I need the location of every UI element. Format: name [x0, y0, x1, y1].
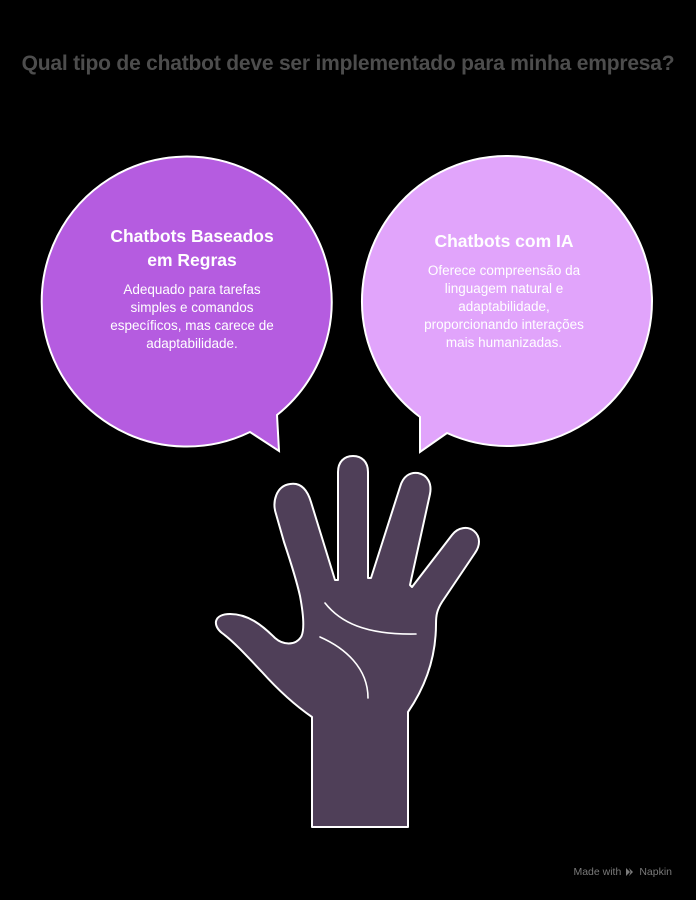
palm-line-heart	[324, 602, 417, 635]
made-with-label: Made with	[573, 866, 622, 878]
footer-attribution: Made with Napkin	[573, 866, 672, 878]
option-rules-based: Chatbots Baseados em Regras Adequado par…	[102, 224, 282, 353]
right-speech-bubble	[361, 155, 653, 454]
option-heading: Chatbots Baseados em Regras	[110, 226, 274, 270]
brand-label: Napkin	[639, 866, 672, 878]
option-heading: Chatbots com IA	[434, 231, 574, 251]
napkin-logo-icon	[626, 868, 634, 876]
option-ai: Chatbots com IA Oferece compreensão da l…	[414, 229, 594, 352]
page-title: Qual tipo de chatbot deve ser implementa…	[21, 52, 675, 75]
left-speech-bubble	[40, 155, 333, 453]
option-description: Adequado para tarefas simples e comandos…	[110, 282, 274, 351]
palm-line-life	[319, 636, 369, 699]
option-description: Oferece compreensão da linguagem natural…	[424, 263, 584, 350]
raised-hand-icon	[214, 455, 480, 828]
